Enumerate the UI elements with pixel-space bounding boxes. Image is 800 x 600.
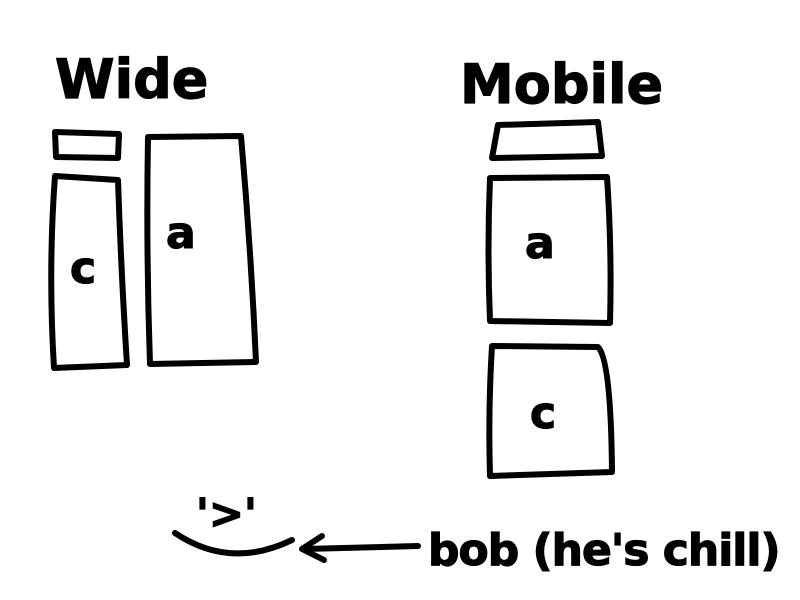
wide-main-box [144,133,259,367]
arrow-head [299,533,327,563]
wide-main-label: a [166,208,196,259]
mobile-main-box [485,174,614,326]
arrow [299,533,421,563]
mobile-title: Mobile [460,53,663,116]
mobile-header-box [489,119,605,161]
mobile-secondary-label: c [530,388,556,439]
bob-smile-curve [172,530,295,557]
wide-sidebar-box [48,173,130,371]
mobile-main-label: a [525,218,555,269]
wide-title: Wide [55,48,208,111]
wide-sidebar-label: c [70,243,96,294]
bob-doodle: '>' [172,488,295,557]
wide-header-box [52,129,122,161]
bob-face: '>' [196,489,257,538]
wide-layout: Wide c a [48,47,259,371]
arrow-shaft [301,543,421,552]
mobile-secondary-box [486,343,615,479]
mobile-layout: Mobile a c [459,52,664,479]
bob-caption: bob (he's chill) [428,525,780,576]
